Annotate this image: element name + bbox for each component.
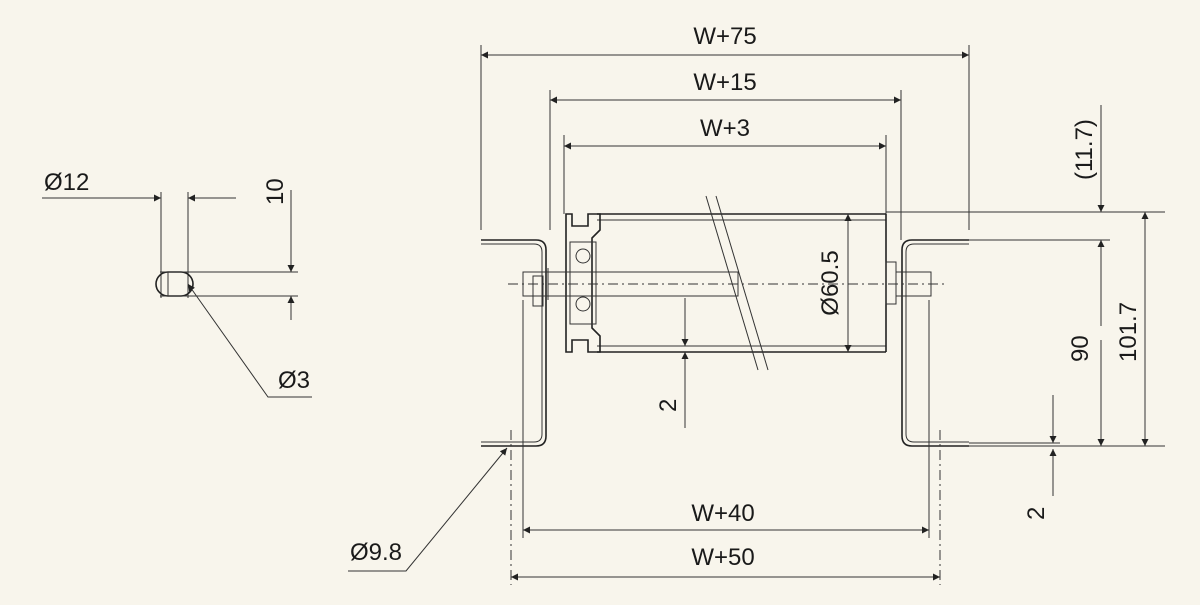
shaft-pin: [532, 275, 544, 307]
label-w3: W+3: [700, 115, 750, 142]
bearing-ball-bottom: [575, 296, 591, 312]
right-frame-bracket-inner: [905, 243, 969, 443]
label-1017: 101.7: [1115, 302, 1142, 362]
label-d12: Ø12: [44, 169, 89, 196]
shaft-end-profile: [155, 271, 194, 297]
left-frame-bracket-inner: [481, 243, 543, 443]
break-line-1: [705, 195, 759, 371]
label-90: 90: [1067, 335, 1094, 362]
dim-d3-leader: [187, 283, 312, 398]
label-117: (11.7): [1071, 119, 1098, 180]
right-frame-bracket: [901, 239, 969, 447]
label-10: 10: [262, 178, 289, 205]
label-w15: W+15: [693, 69, 756, 96]
left-frame-bracket: [481, 239, 547, 447]
roller-assembly: W+75 W+15 W+3: [348, 23, 1165, 585]
label-d3: Ø3: [278, 367, 310, 394]
label-w50: W+50: [691, 544, 754, 571]
label-w75: W+75: [693, 23, 756, 50]
label-2-right: 2: [1023, 507, 1050, 520]
shaft-end-detail: Ø12 10 Ø3: [42, 169, 312, 398]
label-d605: Ø60.5: [817, 250, 844, 315]
left-end-cap: [565, 213, 601, 353]
dim-d98-leader: [348, 447, 508, 572]
right-nut: [885, 261, 897, 305]
label-w40: W+40: [691, 500, 754, 527]
bearing-ball-top: [575, 248, 591, 264]
bearing-housing: [569, 241, 597, 325]
label-2-mid: 2: [655, 399, 682, 412]
break-line-2: [715, 195, 769, 371]
label-d98: Ø9.8: [350, 539, 402, 566]
